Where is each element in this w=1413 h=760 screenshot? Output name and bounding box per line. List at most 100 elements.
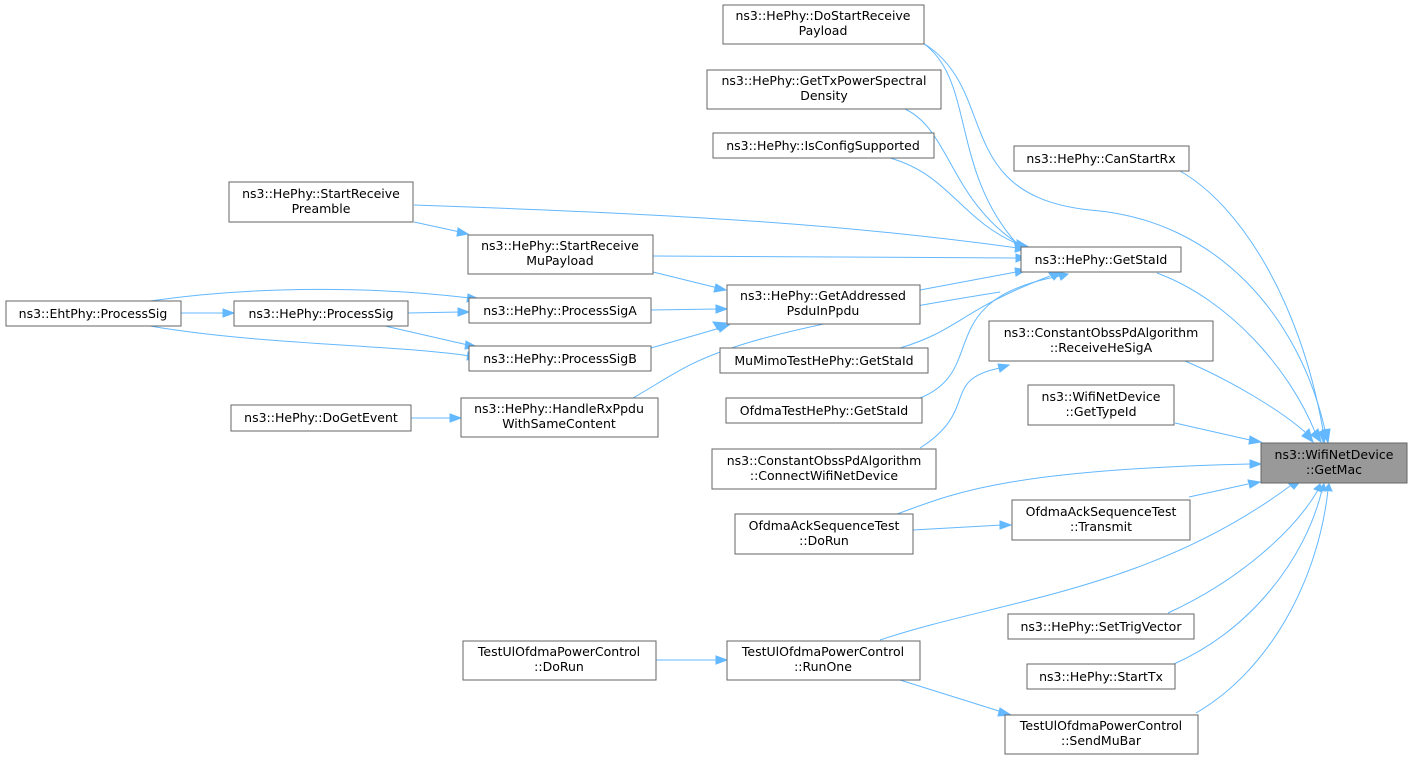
node-label: ns3::HePhy::IsConfigSupported (726, 138, 920, 153)
node-get-mac[interactable]: ns3::WifiNetDevice ::GetMac (1260, 442, 1408, 484)
edge-process-sig-a-to-get-addressed (650, 308, 719, 311)
node-label: ns3::HePhy::GetTxPowerSpectral (722, 73, 927, 88)
node-do-start-receive-payload[interactable]: ns3::HePhy::DoStartReceive Payload (722, 4, 925, 45)
node-start-receive-mu-payload[interactable]: ns3::HePhy::StartReceive MuPayload (467, 234, 654, 275)
edge-get-type-id-to-get-mac (1174, 422, 1251, 441)
edge-start-tx-to-get-mac (1173, 489, 1323, 665)
arrowhead (997, 363, 1011, 373)
node-label: MuMimoTestHePhy::GetStaId (734, 353, 913, 368)
node-receive-he-sig-a[interactable]: ns3::ConstantObssPdAlgorithm ::ReceiveHe… (988, 320, 1214, 362)
node-label: ::DoRun (799, 533, 849, 548)
node-ofdma-get-sta-id[interactable]: OfdmaTestHePhy::GetStaId (725, 397, 923, 424)
arrowhead (999, 520, 1013, 530)
node-ack-sequence-do-run[interactable]: OfdmaAckSequenceTest ::DoRun (734, 513, 914, 555)
arrowhead (449, 413, 463, 423)
node-label: ns3::HePhy::HandleRxPpdu (474, 401, 644, 416)
node-start-tx[interactable]: ns3::HePhy::StartTx (1026, 663, 1176, 690)
arrowhead (1247, 479, 1262, 489)
node-set-trig-vector[interactable]: ns3::HePhy::SetTrigVector (1007, 613, 1195, 640)
node-label: ::ConnectWifiNetDevice (750, 468, 899, 483)
node-start-receive-preamble[interactable]: ns3::HePhy::StartReceive Preamble (228, 181, 414, 223)
edge-tx-power-spectral-to-get-sta-id (904, 108, 1021, 246)
node-label: ns3::HePhy::ProcessSigA (483, 303, 637, 318)
node-do-get-event[interactable]: ns3::HePhy::DoGetEvent (230, 404, 412, 432)
nodes: ns3::WifiNetDevice ::GetMac ns3::HePhy::… (5, 4, 1408, 755)
node-label: ns3::HePhy::SetTrigVector (1021, 619, 1183, 634)
node-label: PsduInPpdu (787, 303, 860, 318)
node-is-config-supported[interactable]: ns3::HePhy::IsConfigSupported (712, 132, 935, 159)
edge-start-receive-mu-payload-to-get-addressed (652, 271, 719, 289)
node-handle-rx-ppdu-with-same-content[interactable]: ns3::HePhy::HandleRxPpdu WithSameContent (460, 397, 659, 438)
edge-mumimo-to-get-sta-id (899, 275, 1051, 349)
edge-he-process-sig-to-process-sig-a (407, 311, 461, 314)
edge-ul-run-one-to-get-mac (879, 485, 1291, 641)
edge-ack-do-run-to-transmit (912, 524, 1003, 531)
node-label: ::SendMuBar (1061, 733, 1142, 748)
arrowhead (1323, 483, 1333, 492)
arrowhead (1048, 272, 1062, 281)
node-label: TestUlOfdmaPowerControl (741, 644, 904, 659)
node-label: ::GetTypeId (1065, 404, 1136, 419)
node-label: ns3::HePhy::DoStartReceive (735, 8, 910, 23)
arrowhead (715, 304, 729, 314)
node-ack-sequence-transmit[interactable]: OfdmaAckSequenceTest ::Transmit (1011, 499, 1191, 541)
node-he-process-sig[interactable]: ns3::HePhy::ProcessSig (233, 300, 409, 327)
node-connect-wifi-net-device[interactable]: ns3::ConstantObssPdAlgorithm ::ConnectWi… (711, 448, 937, 490)
edge-ack-do-run-to-get-mac (896, 463, 1251, 515)
node-label: ns3::HePhy::StartReceive (242, 186, 400, 201)
node-ul-ofdma-send-mu-bar[interactable]: TestUlOfdmaPowerControl ::SendMuBar (1004, 714, 1199, 755)
edge-ul-send-mu-bar-to-get-mac (1195, 489, 1329, 714)
node-get-sta-id[interactable]: ns3::HePhy::GetStaId (1020, 246, 1182, 273)
arrowhead (713, 283, 728, 293)
node-label: OfdmaTestHePhy::GetStaId (740, 403, 908, 418)
edge-can-start-rx-to-get-mac (1179, 170, 1324, 431)
arrowhead (222, 308, 236, 318)
node-label: ns3::WifiNetDevice (1275, 447, 1394, 462)
node-label: MuPayload (526, 253, 593, 268)
edge-ack-transmit-to-get-mac (1188, 483, 1249, 498)
edge-start-receive-mu-payload-to-get-sta-id (652, 255, 1017, 259)
node-label: Payload (799, 23, 848, 38)
node-label: ::RunOne (794, 659, 852, 674)
node-mumimo-get-sta-id[interactable]: MuMimoTestHePhy::GetStaId (719, 347, 929, 374)
node-eht-process-sig[interactable]: ns3::EhtPhy::ProcessSig (5, 300, 182, 327)
node-label: ns3::HePhy::CanStartRx (1026, 151, 1175, 166)
node-get-addressed-psdu-in-ppdu[interactable]: ns3::HePhy::GetAddressed PsduInPpdu (726, 284, 921, 325)
node-label: ns3::WifiNetDevice (1042, 389, 1161, 404)
edge-ul-run-one-to-send-mu-bar (899, 679, 1003, 713)
node-label: ::Transmit (1070, 519, 1132, 534)
node-get-type-id[interactable]: ns3::WifiNetDevice ::GetTypeId (1027, 384, 1175, 426)
edge-get-sta-id-to-get-mac (1156, 272, 1316, 433)
edge-eht-process-sig-to-process-sig-b (149, 325, 471, 357)
node-can-start-rx[interactable]: ns3::HePhy::CanStartRx (1013, 145, 1190, 172)
node-process-sig-a[interactable]: ns3::HePhy::ProcessSigA (468, 297, 652, 324)
node-label: OfdmaAckSequenceTest (1026, 504, 1177, 519)
node-ul-ofdma-run-one[interactable]: TestUlOfdmaPowerControl ::RunOne (726, 640, 921, 681)
arrowhead (1249, 459, 1263, 469)
node-label: ns3::ConstantObssPdAlgorithm (1004, 325, 1199, 340)
node-label: OfdmaAckSequenceTest (749, 518, 900, 533)
node-label: ::ReceiveHeSigA (1050, 340, 1153, 355)
edge-is-config-supported-to-get-sta-id (889, 157, 1021, 246)
node-label: ns3::HePhy::GetStaId (1035, 252, 1168, 267)
arrowhead (1248, 435, 1263, 445)
arrowhead (1310, 428, 1322, 444)
edge-set-trig-vector-to-get-mac (1167, 489, 1319, 614)
node-ul-ofdma-do-run[interactable]: TestUlOfdmaPowerControl ::DoRun (462, 640, 657, 681)
node-process-sig-b[interactable]: ns3::HePhy::ProcessSigB (468, 345, 652, 372)
node-label: TestUlOfdmaPowerControl (477, 644, 640, 659)
edge-ofdma-to-get-sta-id (919, 275, 1061, 399)
arrowhead (456, 227, 470, 237)
node-label: ns3::EhtPhy::ProcessSig (19, 306, 168, 321)
arrowhead (712, 321, 728, 331)
node-label: ns3::HePhy::StartReceive (481, 238, 639, 253)
node-label: WithSameContent (502, 416, 616, 431)
node-label: Preamble (292, 201, 351, 216)
node-label: ::GetMac (1306, 462, 1362, 477)
node-label: TestUlOfdmaPowerControl (1019, 718, 1182, 733)
node-label: ::DoRun (534, 659, 584, 674)
edge-do-start-receive-payload-to-get-mac (922, 42, 1326, 431)
node-get-tx-power-spectral-density[interactable]: ns3::HePhy::GetTxPowerSpectral Density (706, 69, 942, 110)
node-label: ns3::HePhy::GetAddressed (740, 288, 906, 303)
